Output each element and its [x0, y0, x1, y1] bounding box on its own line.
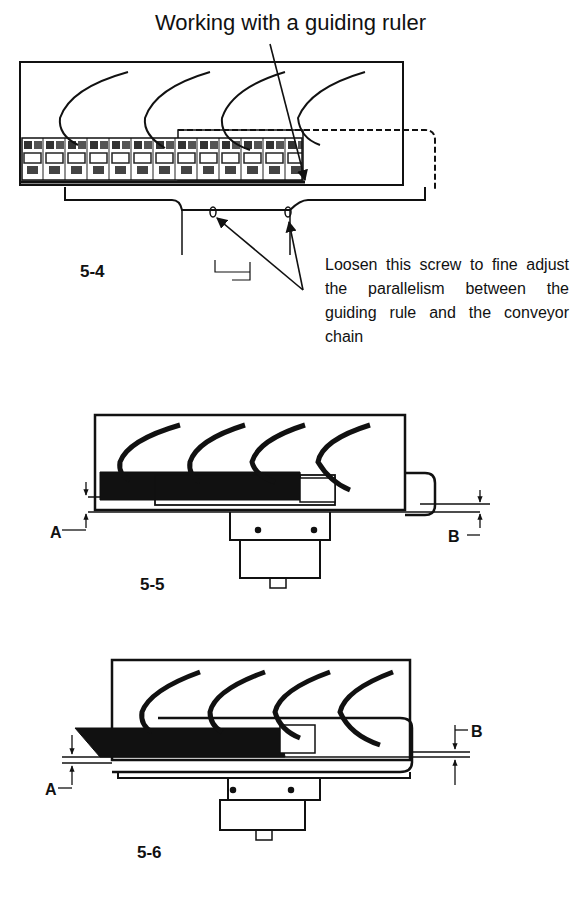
dimension-label: B [448, 527, 460, 546]
figure-5-6 [62, 660, 470, 840]
figure-title: Working with a guiding ruler [0, 10, 581, 36]
dimension-label: A [45, 780, 57, 799]
dimension-label: A [50, 523, 62, 542]
figure-number: 5-6 [137, 843, 162, 863]
dimension-marks [62, 482, 480, 535]
dimension-label: B [471, 722, 483, 741]
leader-lines [217, 44, 305, 290]
figure-5-4 [20, 62, 435, 280]
figure-number: 5-4 [80, 262, 105, 282]
note-text: Loosen this screw to fine adjust the par… [325, 253, 569, 349]
dimension-marks [58, 725, 468, 788]
figure-5-5 [88, 415, 490, 588]
figure-number: 5-5 [140, 575, 165, 595]
